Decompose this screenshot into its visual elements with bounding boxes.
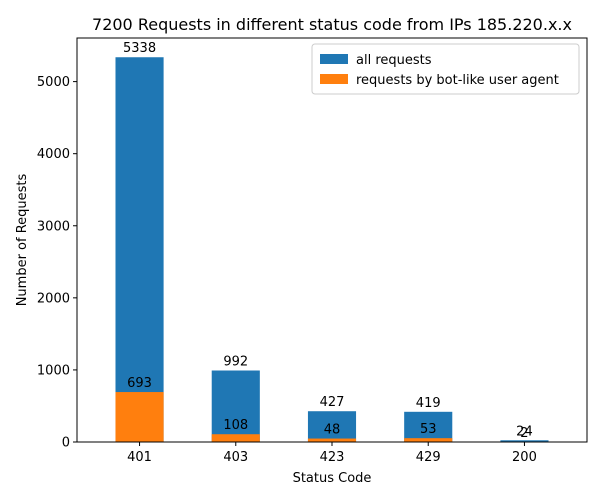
y-tick-label: 4000 — [37, 147, 70, 162]
x-axis-label: Status Code — [293, 471, 372, 486]
legend-swatch — [320, 54, 348, 64]
bar-bot-403 — [211, 434, 260, 442]
bar-all-403 — [211, 370, 260, 442]
y-tick-label: 1000 — [37, 363, 70, 378]
bar-bot-401 — [115, 392, 164, 442]
legend-box — [311, 43, 580, 95]
bar-value-label: 992 — [223, 354, 248, 369]
legend-label: requests by bot-like user agent — [356, 73, 559, 88]
bar-value-label: 53 — [420, 422, 437, 437]
legend-label: all requests — [356, 53, 432, 68]
x-tick-label: 429 — [416, 450, 441, 465]
bar-bot-429 — [404, 438, 453, 442]
bar-value-label: 48 — [324, 423, 341, 438]
y-tick-label: 2000 — [37, 291, 70, 306]
y-tick-label: 3000 — [37, 219, 70, 234]
bar-value-label: 693 — [127, 376, 152, 391]
y-tick-label: 0 — [62, 436, 70, 451]
x-axis-ticks: 401 403 423 429 200 — [127, 442, 537, 465]
legend-swatch — [320, 74, 348, 84]
x-tick-label: 200 — [512, 450, 537, 465]
bar-value-label: 2 — [520, 426, 528, 441]
x-tick-label: 423 — [320, 450, 345, 465]
bar-all-429 — [404, 411, 453, 442]
bar-value-label: 108 — [223, 418, 248, 433]
bar-value-label: 24 — [516, 424, 533, 439]
bar-labels-layer: 5338 992 427 419 24 693 108 48 53 2 — [123, 41, 533, 441]
chart-title: 7200 Requests in different status code f… — [92, 15, 572, 34]
bar-value-label: 427 — [320, 395, 345, 410]
y-axis-label: Number of Requests — [15, 173, 30, 306]
bar-all-423 — [307, 411, 357, 442]
x-tick-label: 403 — [223, 450, 248, 465]
bar-all-401 — [115, 57, 164, 442]
bar-all-200 — [500, 440, 549, 442]
x-tick-label: 401 — [127, 450, 152, 465]
y-tick-label: 5000 — [37, 75, 70, 90]
bar-bot-423 — [307, 438, 357, 442]
y-axis-ticks: 0 1000 2000 3000 4000 5000 — [37, 75, 77, 451]
legend: all requests requests by bot-like user ag… — [311, 43, 580, 95]
bars-layer — [115, 57, 549, 442]
bar-value-label: 419 — [416, 396, 441, 411]
bar-value-label: 5338 — [123, 41, 156, 56]
